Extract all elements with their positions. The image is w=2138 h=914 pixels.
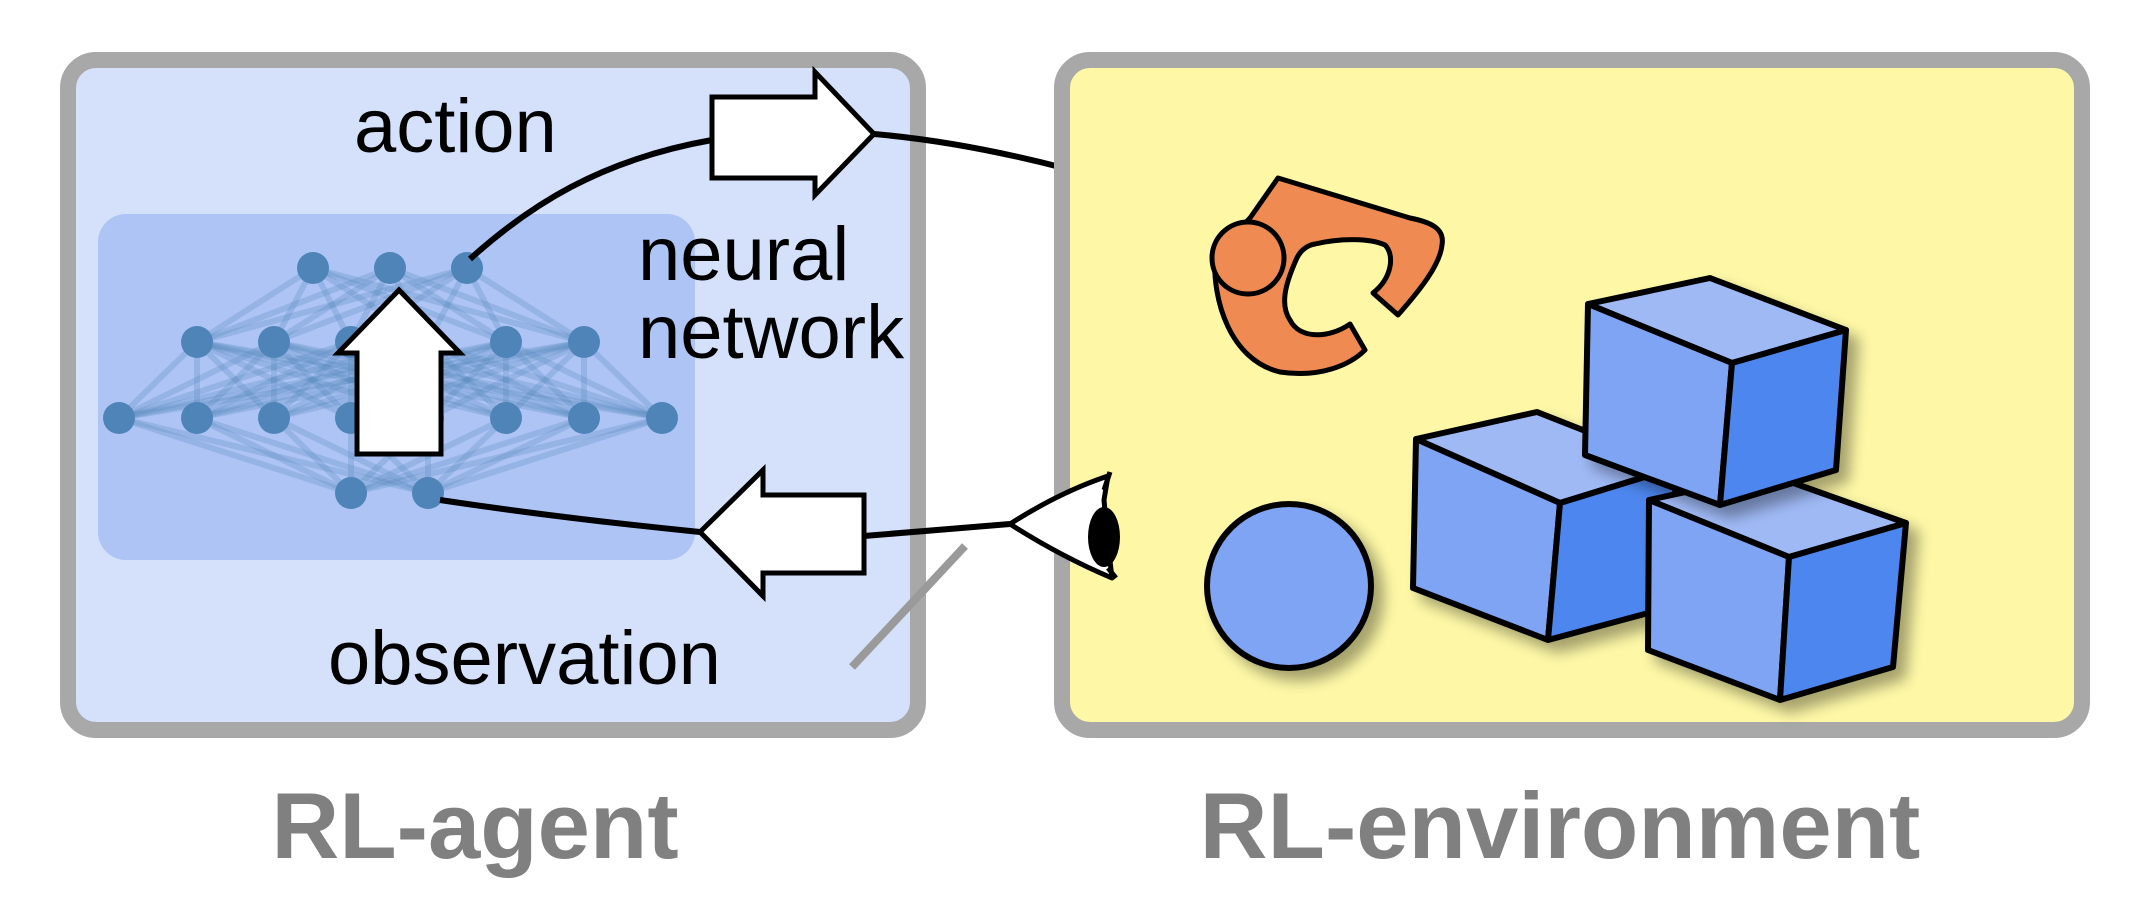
network-connection <box>426 339 586 421</box>
network-connection <box>195 265 392 345</box>
robot-gripper-icon <box>1209 175 1445 376</box>
eye-icon <box>1007 471 1120 581</box>
observation-connection-line <box>439 497 701 535</box>
eye-to-arrow-line <box>863 521 1011 539</box>
network-connection <box>118 415 352 496</box>
network-connection <box>196 415 429 496</box>
network-node <box>412 477 444 509</box>
network-connection <box>426 415 586 496</box>
network-connection <box>465 265 586 345</box>
network-connection <box>195 339 353 421</box>
network-node <box>646 402 678 434</box>
sphere-icon <box>1204 501 1374 671</box>
network-connection <box>195 265 315 345</box>
network-node <box>181 326 213 358</box>
network-connection <box>388 265 586 345</box>
network-node <box>490 326 522 358</box>
network-node <box>568 326 600 358</box>
network-label-line1: neural <box>638 212 849 297</box>
cube-icon-top <box>1582 275 1849 508</box>
network-connection <box>196 265 468 345</box>
action-arrow-icon <box>709 65 878 202</box>
network-connection <box>196 339 507 421</box>
network-node <box>181 402 213 434</box>
agent-caption: RL-agent <box>271 773 678 878</box>
network-connection <box>312 265 585 345</box>
network-connection <box>350 415 585 496</box>
network-node <box>374 252 406 284</box>
cube-icon-bottom-left <box>1410 409 1680 643</box>
network-connection <box>118 339 352 421</box>
network-connection <box>272 265 392 345</box>
cube-icon-bottom-right <box>1645 471 1909 703</box>
observation-arrow-icon <box>696 464 867 603</box>
network-node <box>451 252 483 284</box>
network-node <box>258 402 290 434</box>
network-node <box>335 477 367 509</box>
network-connection <box>425 415 509 496</box>
network-connection <box>503 339 587 421</box>
network-connection <box>388 265 508 345</box>
network-node <box>490 402 522 434</box>
action-connection-line <box>467 137 713 262</box>
network-connection <box>581 339 665 421</box>
forward-pass-arrow-icon <box>332 286 466 457</box>
network-connection <box>116 339 200 421</box>
network-connection <box>271 415 354 496</box>
network-node <box>568 402 600 434</box>
network-node <box>258 326 290 358</box>
network-connection <box>195 339 353 421</box>
network-connection <box>427 415 663 496</box>
environment-caption: RL-environment <box>1200 773 1921 878</box>
network-connection <box>271 339 354 421</box>
network-connection <box>195 415 353 496</box>
network-connection <box>118 415 429 496</box>
network-label-line2: network <box>638 290 905 375</box>
network-connection <box>504 339 664 421</box>
network-connection <box>272 415 430 496</box>
network-node <box>103 402 135 434</box>
network-connection <box>117 339 276 421</box>
network-node <box>297 252 329 284</box>
action-label: action <box>354 84 557 169</box>
network-connection <box>194 339 277 421</box>
network-connection <box>350 415 663 496</box>
network-connection <box>427 339 663 421</box>
observation-pointer-line <box>849 543 968 670</box>
observation-label: observation <box>328 616 721 701</box>
network-connection <box>272 265 469 345</box>
network-connection <box>503 339 587 421</box>
network-connection <box>194 339 277 421</box>
